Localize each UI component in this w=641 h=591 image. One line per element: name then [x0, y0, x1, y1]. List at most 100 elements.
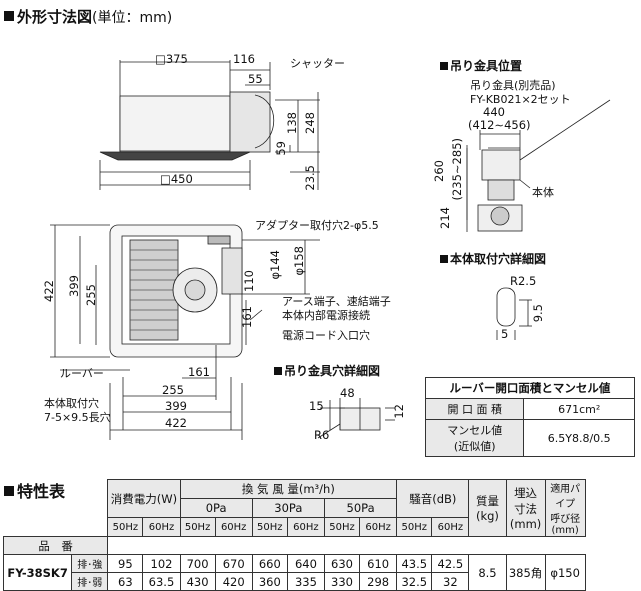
louver-table-title: ルーバー開口面積とマンセル値 — [425, 377, 635, 399]
label-mount-hole: 本体取付穴 — [44, 397, 99, 410]
label-adapter-hole: アダプター取付穴2-φ5.5 — [255, 219, 379, 232]
table-cell: 63 — [107, 572, 144, 591]
outline-title: 外形寸法図(単位：mm) — [4, 6, 172, 27]
square-bullet-icon — [440, 62, 448, 70]
table-cell: 660 — [251, 554, 288, 573]
louver-table: ルーバー開口面積とマンセル値 開 口 面 積 671cm² マンセル値 (近似値… — [424, 377, 635, 457]
label-louver: ルーバー — [60, 367, 104, 380]
header-hz: 60Hz — [359, 517, 398, 537]
table-row: 開 口 面 積 671cm² — [424, 398, 635, 420]
header-0pa: 0Pa — [179, 498, 253, 518]
spec-header-row-3: 50Hz 60Hz 50Hz 60Hz 50Hz 60Hz 50Hz 60Hz … — [4, 517, 636, 537]
table-cell: 102 — [142, 554, 181, 573]
label-mount-hole-size: 7-5×9.5長穴 — [44, 411, 111, 424]
table-cell: 32.5 — [396, 572, 433, 591]
louver-table-header: ルーバー開口面積とマンセル値 — [425, 377, 635, 399]
dim-phi158: φ158 — [292, 246, 306, 276]
header-hz: 60Hz — [286, 517, 325, 537]
dim-375: □375 — [155, 52, 188, 66]
dim-59: 59 — [274, 141, 288, 156]
header-pipe: 適用パイプ呼び径(mm) — [544, 479, 586, 537]
spec-table: 消費電力(W) 換 気 風 量(m³/h) 騒音(dB) 質量(kg) 埋込寸法… — [2, 479, 636, 591]
munsell-value: 6.5Y8.8/0.5 — [523, 419, 635, 457]
header-model: 品 番 — [2, 536, 109, 555]
dim-422-vertical: 422 — [42, 280, 56, 302]
dim-15: 15 — [309, 399, 324, 413]
dim-r6: R6 — [314, 428, 330, 442]
dim-12: 12 — [392, 404, 406, 419]
table-cell: 330 — [323, 572, 361, 591]
dim-23.5: 23.5 — [303, 165, 317, 191]
dim-161-vertical: 161 — [240, 306, 254, 328]
dim-399-vertical: 399 — [67, 275, 81, 297]
header-hz: 60Hz — [431, 517, 470, 537]
mode-weak: 排･弱 — [71, 572, 109, 591]
label-shutter: シャッター — [290, 57, 345, 70]
table-cell: 360 — [251, 572, 288, 591]
dim-235-285: (235∼285) — [450, 138, 464, 201]
dim-5: 5 — [501, 327, 509, 341]
side-view-body — [119, 95, 231, 152]
table-cell: 95 — [107, 554, 144, 573]
side-view-adapter — [229, 91, 271, 153]
table-cell: 298 — [359, 572, 398, 591]
spec-model-header-row: 品 番 — [2, 536, 636, 555]
square-bullet-icon — [440, 255, 448, 263]
table-row: マンセル値 (近似値) 6.5Y8.8/0.5 — [424, 419, 635, 457]
header-power: 消費電力(W) — [107, 479, 181, 518]
table-cell: 430 — [179, 572, 216, 591]
opening-area-key: 開 口 面 積 — [424, 398, 525, 420]
dim-248: 248 — [303, 112, 317, 134]
dim-110: 110 — [242, 270, 256, 292]
dim-399-horizontal: 399 — [165, 399, 187, 413]
dim-260: 260 — [432, 160, 446, 182]
table-row: FY-38SK7 排･強 95 102 700 670 660 640 630 … — [2, 554, 636, 591]
pipe-value: φ150 — [544, 554, 586, 591]
label-internal-connection: 本体内部電源接続 — [282, 309, 370, 322]
table-cell: 32 — [431, 572, 470, 591]
table-cell: 63.5 — [142, 572, 181, 591]
header-hz: 60Hz — [214, 517, 253, 537]
table-cell: 335 — [286, 572, 325, 591]
header-hz: 50Hz — [251, 517, 288, 537]
label-hanger-model: FY-KB021×2セット — [470, 93, 571, 106]
table-cell: 640 — [286, 554, 325, 573]
dim-255-vertical: 255 — [84, 284, 98, 306]
opening-area-value: 671cm² — [523, 398, 635, 420]
header-hz: 50Hz — [107, 517, 144, 537]
dim-55: 55 — [248, 72, 263, 86]
technical-drawing — [50, 60, 611, 440]
hanger-hole-title: 吊り金具穴詳細図 — [274, 362, 380, 379]
model-number: FY-38SK7 — [2, 554, 73, 591]
table-cell: 610 — [359, 554, 398, 573]
embed-value: 385角 — [505, 554, 546, 591]
dim-48: 48 — [340, 386, 355, 400]
square-bullet-icon — [274, 367, 282, 375]
header-hz: 60Hz — [142, 517, 181, 537]
table-cell: 670 — [214, 554, 253, 573]
hanger-position-title: 吊り金具位置 — [440, 57, 522, 74]
mass-value: 8.5 — [468, 554, 507, 591]
dim-138: 138 — [285, 112, 299, 134]
header-mass: 質量(kg) — [468, 479, 507, 537]
header-noise: 騒音(dB) — [396, 479, 470, 518]
mode-strong: 排･強 — [71, 554, 109, 573]
square-bullet-icon — [4, 11, 14, 21]
header-50pa: 50Pa — [323, 498, 398, 518]
table-cell: 420 — [214, 572, 253, 591]
header-hz: 50Hz — [179, 517, 216, 537]
dim-161-horizontal: 161 — [188, 365, 210, 379]
label-cord-hole: 電源コード入口穴 — [282, 329, 370, 342]
dim-9.5: 9.5 — [531, 304, 545, 323]
header-embed: 埋込寸法(mm) — [505, 479, 546, 537]
body-hole-title: 本体取付穴詳細図 — [440, 250, 546, 267]
header-airflow: 換 気 風 量(m³/h) — [179, 479, 398, 499]
spec-header-row-1: 消費電力(W) 換 気 風 量(m³/h) 騒音(dB) 質量(kg) 埋込寸法… — [3, 479, 636, 537]
label-earth-terminal: アース端子、速結端子 — [282, 295, 391, 308]
table-cell: 43.5 — [396, 554, 433, 573]
munsell-key: マンセル値 (近似値) — [424, 419, 525, 457]
table-cell: 630 — [323, 554, 361, 573]
dim-422-horizontal: 422 — [165, 416, 187, 430]
dim-214: 214 — [438, 207, 452, 229]
table-cell: 42.5 — [431, 554, 470, 573]
